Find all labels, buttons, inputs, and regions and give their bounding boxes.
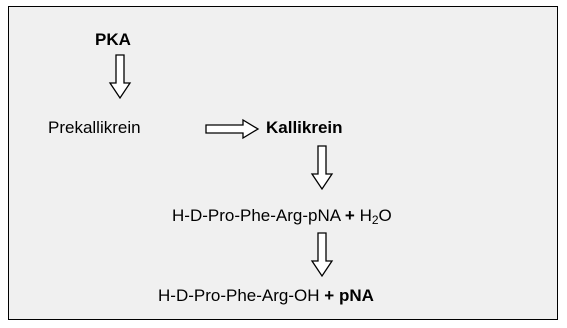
down-arrow-icon [310,232,334,278]
pka-label: PKA [95,30,131,49]
plus-sign: + [324,286,335,305]
water-o: O [378,206,392,225]
pna-label: pNA [338,286,374,305]
prekallikrein-label: Prekallikrein [48,118,141,137]
water-h: H [359,206,372,225]
kallikrein-label: Kallikrein [266,118,343,137]
down-arrow-icon [310,145,334,191]
substrate-equation: H-D-Pro-Phe-Arg-pNA + H2O [172,206,392,226]
down-arrow-icon [108,54,132,100]
diagram-frame: PKA Prekallikrein Kallikrein H-D-Pro-Phe… [8,6,558,320]
right-arrow-icon [205,118,260,140]
product-equation: H-D-Pro-Phe-Arg-OH + pNA [158,286,374,306]
plus-sign: + [344,206,355,225]
product-label: H-D-Pro-Phe-Arg-OH [158,286,320,305]
water-subscript: 2 [371,213,379,227]
substrate-label: H-D-Pro-Phe-Arg-pNA [172,206,341,225]
